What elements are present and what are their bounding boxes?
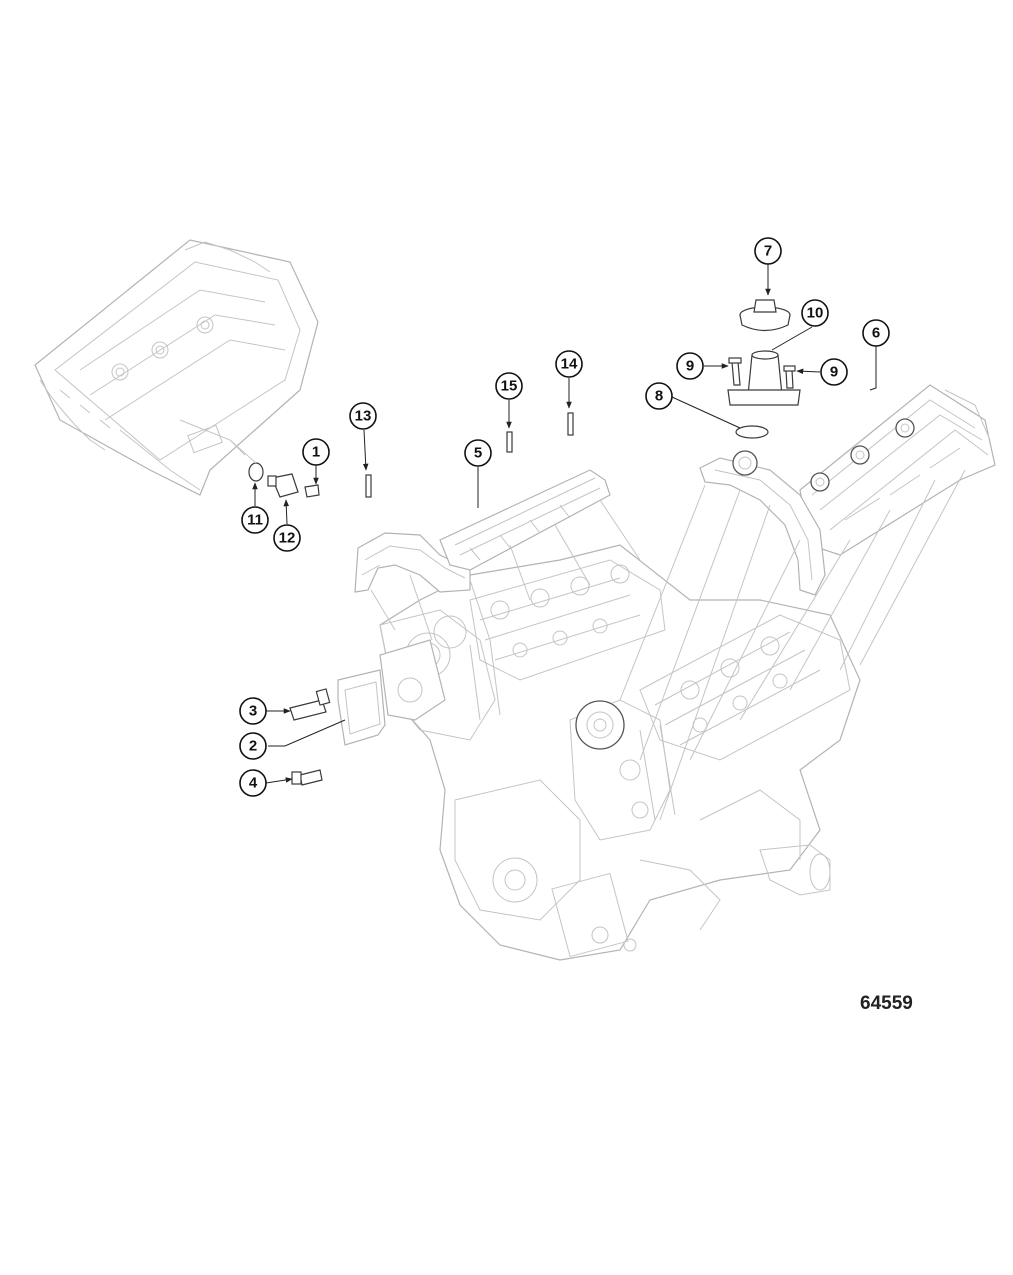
callout-3: 3 [239,697,267,725]
svg-text:5: 5 [474,445,482,462]
callout-12: 12 [273,524,301,552]
svg-text:7: 7 [764,243,772,260]
callout-2: 2 [239,732,267,760]
callout-4: 4 [239,769,267,797]
callout-9-right: 9 [820,358,848,386]
left-valve-cover [439,469,611,571]
callout-13: 13 [349,402,377,430]
svg-text:13: 13 [355,408,372,425]
svg-text:11: 11 [247,512,263,529]
figure-reference-number: 64559 [860,993,913,1014]
inset-valve-cover-view [34,239,319,496]
callout-11: 11 [241,506,269,534]
svg-text:6: 6 [872,325,880,342]
oil-fill-assembly [727,299,801,439]
callout-9-left: 9 [676,352,704,380]
front-cover-plate [337,639,446,746]
svg-text:9: 9 [686,358,694,375]
svg-text:4: 4 [249,775,258,792]
callout-15: 15 [495,372,523,400]
right-valve-cover [799,384,996,556]
callout-14: 14 [555,350,583,378]
svg-text:8: 8 [655,388,663,405]
svg-text:14: 14 [561,356,578,373]
svg-text:10: 10 [807,305,824,322]
svg-text:9: 9 [830,364,838,381]
callout-1: 1 [302,438,330,466]
svg-text:3: 3 [249,703,257,720]
left-timing-cover-arch [354,532,471,593]
callout-8: 8 [645,382,673,410]
callout-5: 5 [464,439,492,467]
callout-7: 7 [754,237,782,265]
svg-text:2: 2 [249,738,257,755]
svg-text:12: 12 [279,530,296,547]
svg-text:1: 1 [312,444,320,461]
callout-10: 10 [801,299,829,327]
engine-block [379,544,861,961]
callout-6: 6 [862,319,890,347]
right-timing-cover-arch [699,450,826,596]
svg-text:15: 15 [501,378,518,395]
leader-lines [229,264,966,821]
